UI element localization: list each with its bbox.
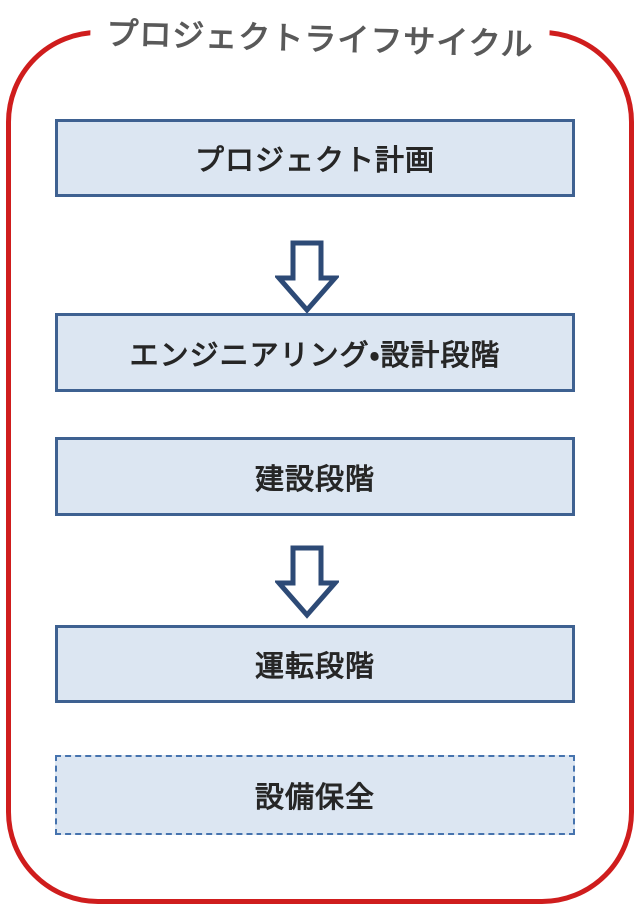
phase-box-label: プロジェクト計画	[194, 145, 435, 177]
phase-box-label: 建設段階	[254, 463, 375, 496]
down-arrow-icon	[275, 545, 339, 619]
phase-box-label: 設備保全	[254, 782, 375, 814]
down-arrow-icon	[275, 240, 339, 314]
phase-box-label: エンジニアリング・設計段階	[129, 339, 501, 372]
phase-box-construction: 建設段階	[55, 437, 575, 516]
phase-box-operation: 運転段階	[55, 625, 575, 703]
phase-box-label: 運転段階	[254, 651, 375, 683]
phase-box-equipment-maintenance: 設備保全	[55, 755, 575, 835]
phase-box-engineering-design: エンジニアリング・設計段階	[55, 313, 575, 392]
phase-box-project-planning: プロジェクト計画	[55, 119, 575, 197]
